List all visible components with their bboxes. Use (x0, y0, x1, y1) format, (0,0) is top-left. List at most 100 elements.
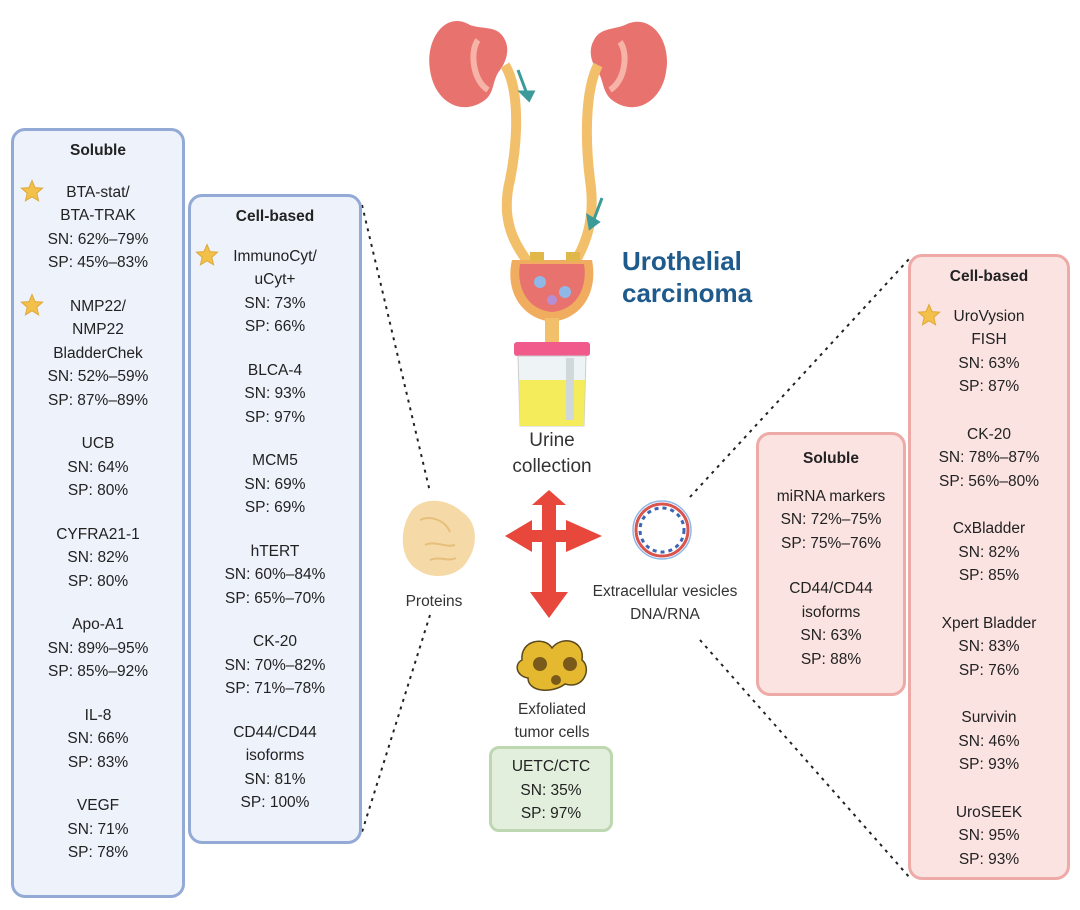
marker-sn: SN: 63% (800, 627, 862, 644)
marker-sp: SP: 75%–76% (781, 534, 881, 552)
marker-sp: SP: 87%–89% (48, 391, 148, 409)
marker-sp: SP: 80% (67, 572, 129, 590)
marker-name: CxBladder (952, 520, 1026, 537)
marker-name: CD44/CD44 (233, 723, 317, 741)
marker-name: isoforms (245, 747, 305, 764)
marker-sn: SN: 89%–95% (47, 639, 149, 657)
ureter-right (570, 62, 603, 265)
marker-name: BTA-TRAK (60, 207, 136, 224)
marker-name: UCB (81, 435, 115, 452)
marker-sn: SN: 60%–84% (224, 566, 326, 583)
marker-sp: SP: 88% (800, 650, 862, 668)
urine-collection-label: Urine collection (512, 430, 592, 477)
title-line-1: Urothelial (622, 246, 742, 276)
marker-sp: SP: 83% (67, 753, 129, 771)
marker-name: hTERT (250, 542, 300, 560)
marker-sn: SN: 46% (958, 732, 1020, 750)
marker-sn: SN: 70%–82% (224, 656, 326, 674)
marker-sn: SN: 62%–79% (47, 230, 149, 248)
marker-sp: SP: 85% (958, 567, 1020, 584)
marker-name: CD44/CD44 (789, 580, 873, 597)
star-icon (20, 292, 44, 316)
exfoliated-cells-label: Exfoliated tumor cells (514, 701, 590, 741)
marker-sn: SN: 72%–75% (780, 511, 882, 528)
connector-ev-bottom (699, 639, 911, 879)
bladder-icon (510, 252, 594, 344)
marker-name: VEGF (76, 797, 120, 814)
marker-name: ImmunoCyt/ (233, 247, 317, 265)
marker-sn: SN: 83% (958, 638, 1020, 655)
marker-sp: SP: 100% (240, 794, 310, 811)
marker-sp: SP: 56%–80% (939, 472, 1039, 490)
proteins-label: Proteins (405, 593, 463, 610)
marker-sn: SN: 95% (958, 827, 1020, 844)
marker-sp: SP: 69% (244, 499, 306, 516)
marker-sn: SN: 71% (67, 820, 129, 838)
box-title: Cell-based (949, 268, 1029, 285)
uetc-ctc-box: UETC/CTC SN: 35% SP: 97% (489, 746, 613, 832)
box-title: Soluble (70, 142, 126, 159)
marker-name: FISH (971, 331, 1007, 348)
marker-name: MCM5 (252, 452, 298, 469)
marker-name: miRNA markers (776, 487, 886, 505)
marker-name: Apo-A1 (72, 616, 124, 633)
marker-name: NMP22/ (70, 297, 126, 315)
kidney-right-icon (590, 21, 667, 108)
marker-sp: SP: 97% (244, 408, 306, 426)
marker-name: isoforms (801, 603, 861, 621)
marker-sn: SN: 78%–87% (938, 449, 1040, 466)
marker-sp: SP: 71%–78% (225, 680, 325, 697)
star-icon (195, 242, 219, 266)
star-icon (917, 302, 941, 326)
marker-name: NMP22 (72, 321, 124, 338)
protein-icon (402, 500, 475, 576)
extracellular-vesicles-label: Extracellular vesicles DNA/RNA (592, 583, 738, 623)
marker-sn: SN: 82% (67, 549, 129, 566)
marker-sp: SP: 87% (958, 378, 1020, 395)
box-title: Soluble (803, 450, 859, 467)
star-icon (20, 178, 44, 202)
marker-name: IL-8 (84, 706, 112, 724)
marker-sn: SN: 93% (244, 385, 306, 402)
marker-sn: SN: 69% (244, 475, 306, 493)
marker-sn: SN: 52%–59% (47, 368, 149, 385)
marker-name: BTA-stat/ (66, 183, 130, 201)
flow-arrows (516, 69, 604, 231)
marker-name: CK-20 (253, 633, 297, 650)
marker-item: ImmunoCyt/uCyt+SN: 73%SP: 66% (191, 242, 359, 339)
marker-item: UroSEEK SN: 95% SP: 93% (911, 801, 1067, 872)
marker-sn: SN: 73% (244, 294, 306, 312)
tumor-cells-icon (516, 640, 587, 691)
marker-sp: SP: 78% (67, 844, 129, 861)
kidney-left-icon (429, 21, 508, 108)
marker-sp: SP: 93% (958, 850, 1020, 868)
marker-name: UroSEEK (955, 803, 1023, 821)
marker-name: BLCA-4 (247, 361, 303, 379)
dna-icon (632, 500, 692, 560)
marker-sn: SN: 66% (67, 730, 129, 747)
uetc-ctc-sp: SP: 97% (520, 805, 582, 822)
marker-item: VEGF SN: 71% SP: 78% (14, 794, 182, 865)
marker-name: BladderChek (53, 344, 143, 362)
red-arrows-icon (505, 490, 602, 618)
marker-name: CYFRA21-1 (56, 525, 140, 543)
connector-proteins-top (361, 204, 431, 493)
marker-sp: SP: 45%–83% (48, 254, 148, 271)
marker-name: Xpert Bladder (941, 614, 1037, 632)
marker-sn: SN: 82% (958, 543, 1020, 561)
marker-name: UroVysion (953, 307, 1025, 325)
marker-sp: SP: 66% (244, 318, 306, 335)
ureter-left (500, 62, 532, 266)
